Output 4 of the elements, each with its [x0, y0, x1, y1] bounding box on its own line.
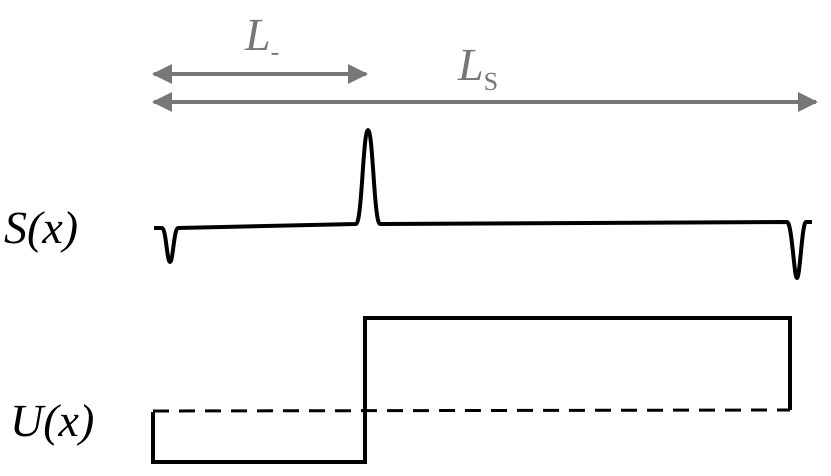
- dimension-label: L$_{S}$: [458, 42, 498, 96]
- dimension-label: L$_{-}$: [245, 12, 280, 66]
- function-label: U(x): [10, 398, 94, 444]
- function-label: S(x): [4, 205, 78, 251]
